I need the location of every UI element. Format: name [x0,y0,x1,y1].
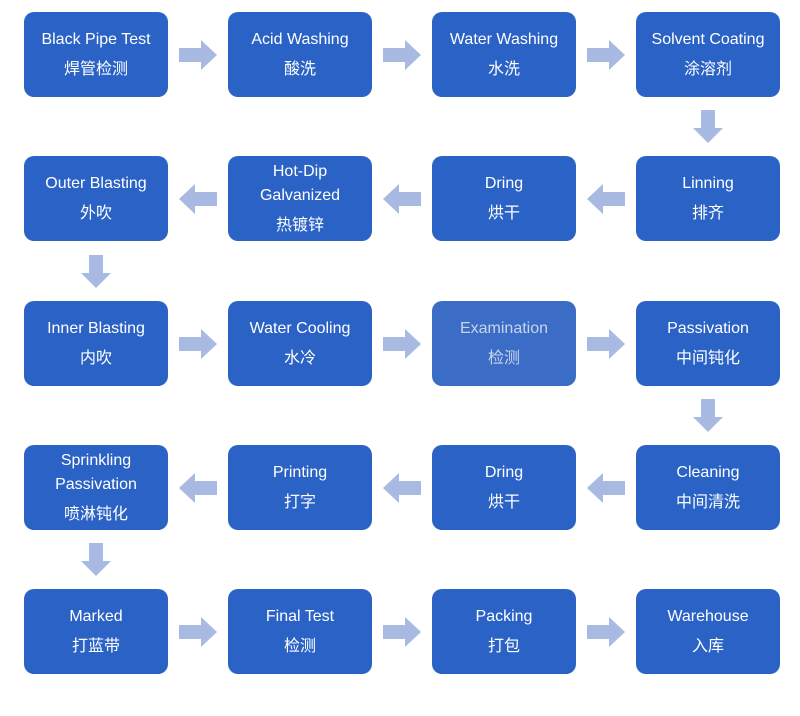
step-label-zh: 打包 [487,638,520,656]
step-label-en: Cleaning [676,464,740,482]
step-label-zh: 打蓝带 [71,638,120,656]
arrow-down-icon [81,543,111,576]
step-label-zh: 水洗 [487,61,520,79]
step-label-en: Printing [272,464,328,482]
step-label-en: Dring [484,464,524,482]
step-label-zh: 检测 [487,350,520,368]
step-packing: Packing 打包 [432,589,576,674]
arrow-right-icon [383,616,421,647]
step-acid-washing: Acid Washing 酸洗 [228,12,372,97]
step-label-en: Dring [484,175,524,193]
step-label-en: Hot-Dip Galvanized [259,163,341,205]
step-label-zh: 烘干 [487,494,520,512]
step-hot-dip-galvanized: Hot-Dip Galvanized 热镀锌 [228,156,372,241]
arrow-left-icon [179,183,217,214]
step-inner-blasting: Inner Blasting 内吹 [24,301,168,386]
step-final-test: Final Test 检测 [228,589,372,674]
step-label-zh: 烘干 [487,205,520,223]
step-label-en: Acid Washing [251,31,349,49]
step-label-zh: 涂溶剂 [683,61,732,79]
step-label-en: Inner Blasting [47,320,145,338]
step-marked: Marked 打蓝带 [24,589,168,674]
step-label-zh: 打字 [283,494,316,512]
step-label-zh: 热镀锌 [275,217,324,235]
arrow-right-icon [587,616,625,647]
step-label-en: Sprinkling Passivation [55,452,137,494]
step-label-en: Final Test [265,608,335,626]
step-examination: Examination 检测 [432,301,576,386]
arrow-left-icon [383,472,421,503]
step-sprinkling-passivation: Sprinkling Passivation 喷淋钝化 [24,445,168,530]
step-cleaning: Cleaning 中间清洗 [636,445,780,530]
step-label-en: Water Cooling [249,320,351,338]
step-label-zh: 中间清洗 [675,494,740,512]
arrow-right-icon [179,616,217,647]
step-label-en: Linning [682,175,734,193]
arrow-right-icon [587,328,625,359]
step-label-zh: 喷淋钝化 [63,506,128,524]
step-label-en: Water Washing [449,31,559,49]
step-label-zh: 中间钝化 [675,350,740,368]
arrow-left-icon [587,183,625,214]
step-water-washing: Water Washing 水洗 [432,12,576,97]
arrow-right-icon [179,39,217,70]
step-label-en: Outer Blasting [45,175,147,193]
arrow-left-icon [587,472,625,503]
step-label-en: Examination [459,320,549,338]
arrow-right-icon [383,328,421,359]
arrow-left-icon [179,472,217,503]
arrow-down-icon [693,110,723,143]
step-label-en: Marked [69,608,123,626]
arrow-right-icon [179,328,217,359]
step-passivation: Passivation 中间钝化 [636,301,780,386]
arrow-left-icon [383,183,421,214]
step-dring-2: Dring 烘干 [432,445,576,530]
step-warehouse: Warehouse 入库 [636,589,780,674]
step-label-zh: 入库 [691,638,724,656]
step-dring-1: Dring 烘干 [432,156,576,241]
step-linning: Linning 排齐 [636,156,780,241]
step-label-zh: 外吹 [79,205,112,223]
step-label-en: Passivation [667,320,749,338]
arrow-right-icon [587,39,625,70]
arrow-down-icon [693,399,723,432]
step-label-en: Packing [475,608,533,626]
arrow-down-icon [81,254,111,288]
arrow-right-icon [383,39,421,70]
step-label-zh: 酸洗 [283,61,316,79]
step-label-zh: 排齐 [691,205,724,223]
step-printing: Printing 打字 [228,445,372,530]
step-label-en: Solvent Coating [651,31,765,49]
step-label-en: Warehouse [667,608,749,626]
step-outer-blasting: Outer Blasting 外吹 [24,156,168,241]
step-label-zh: 内吹 [79,350,112,368]
step-label-en: Black Pipe Test [41,31,151,49]
step-solvent-coating: Solvent Coating 涂溶剂 [636,12,780,97]
step-black-pipe-test: Black Pipe Test 焊管检测 [24,12,168,97]
step-water-cooling: Water Cooling 水冷 [228,301,372,386]
step-label-zh: 检测 [283,638,316,656]
step-label-zh: 水冷 [283,350,316,368]
step-label-zh: 焊管检测 [63,61,128,79]
